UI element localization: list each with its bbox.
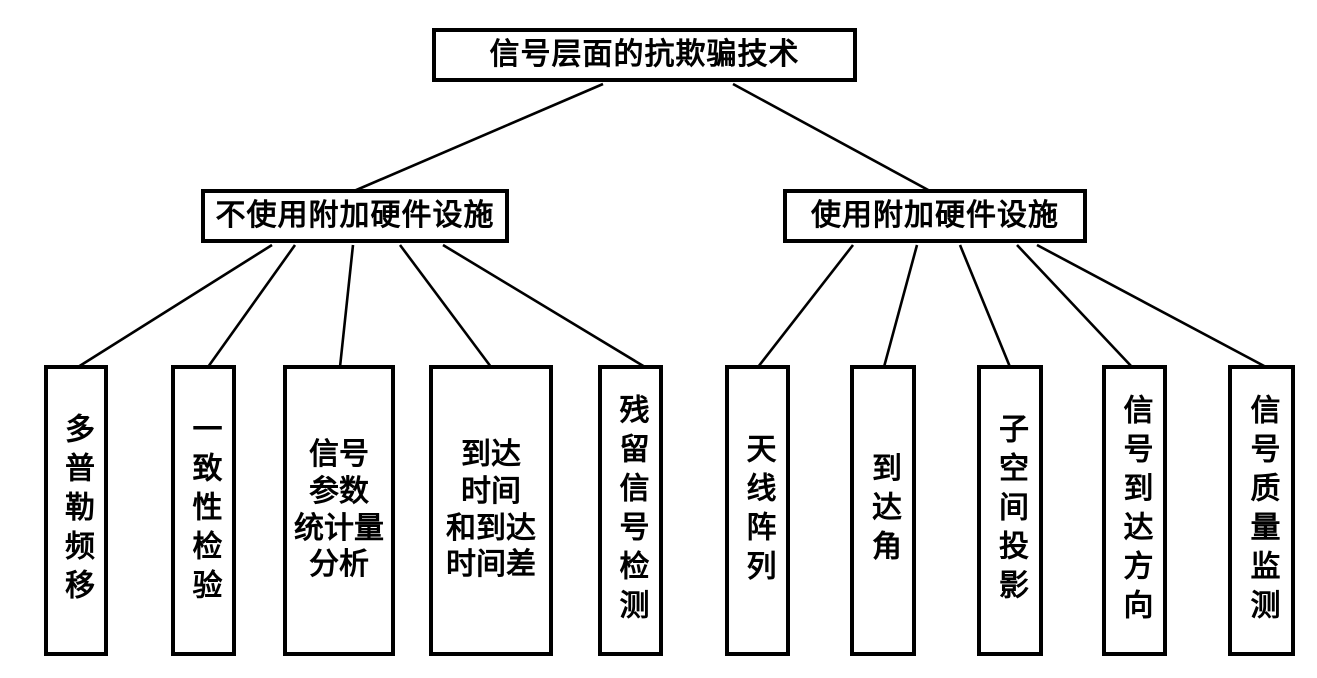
- node-leaf-label: 多普勒频移: [60, 413, 93, 608]
- node-leaf-label: 残留信号检测: [614, 393, 648, 628]
- connector-right-2: [882, 244, 919, 368]
- node-leaf-consistency-check: 一致性检验: [171, 365, 236, 656]
- connector-right-5: [1036, 243, 1267, 369]
- node-leaf-label: 信号质量监测: [1245, 393, 1279, 628]
- node-leaf-label: 子空间投影: [994, 413, 1027, 608]
- node-leaf-label: 信号 参数 统计量 分析: [294, 438, 384, 582]
- connector-right-4: [1016, 244, 1133, 368]
- node-branch-extra-hardware: 使用附加硬件设施: [783, 189, 1087, 243]
- connector-root-right: [732, 82, 931, 193]
- node-root-label: 信号层面的抗欺骗技术: [489, 38, 800, 71]
- node-leaf-label: 到达角: [867, 452, 900, 569]
- node-leaf-signal-quality-monitoring: 信号质量监测: [1228, 365, 1295, 656]
- node-leaf-direction-of-arrival: 信号到达方向: [1102, 365, 1167, 656]
- connector-right-1: [756, 244, 855, 368]
- node-branch-label: 使用附加硬件设施: [811, 199, 1059, 232]
- node-branch-label: 不使用附加硬件设施: [215, 199, 495, 232]
- node-leaf-label: 天线阵列: [741, 432, 775, 589]
- node-leaf-label: 到达 时间 和到达 时间差: [446, 438, 536, 582]
- node-leaf-label: 一致性检验: [187, 413, 221, 608]
- node-root: 信号层面的抗欺骗技术: [432, 28, 857, 82]
- node-leaf-subspace-projection: 子空间投影: [977, 365, 1043, 656]
- connector-left-1: [77, 243, 273, 369]
- connector-left-2: [206, 244, 297, 368]
- node-leaf-doppler-shift: 多普勒频移: [44, 365, 108, 656]
- node-leaf-residual-signal-detection: 残留信号检测: [598, 365, 663, 656]
- node-leaf-antenna-array: 天线阵列: [725, 365, 790, 656]
- node-branch-no-extra-hardware: 不使用附加硬件设施: [201, 189, 509, 243]
- connector-left-5: [442, 243, 646, 369]
- connector-root-left: [353, 82, 604, 193]
- connector-left-3: [338, 244, 355, 368]
- node-leaf-label: 信号到达方向: [1118, 393, 1152, 628]
- connector-left-4: [398, 244, 493, 368]
- node-leaf-toa-and-tdoa: 到达 时间 和到达 时间差: [429, 365, 553, 656]
- connector-right-3: [958, 244, 1012, 368]
- node-leaf-angle-of-arrival: 到达角: [850, 365, 916, 656]
- node-leaf-signal-parameter-statistics: 信号 参数 统计量 分析: [283, 365, 395, 656]
